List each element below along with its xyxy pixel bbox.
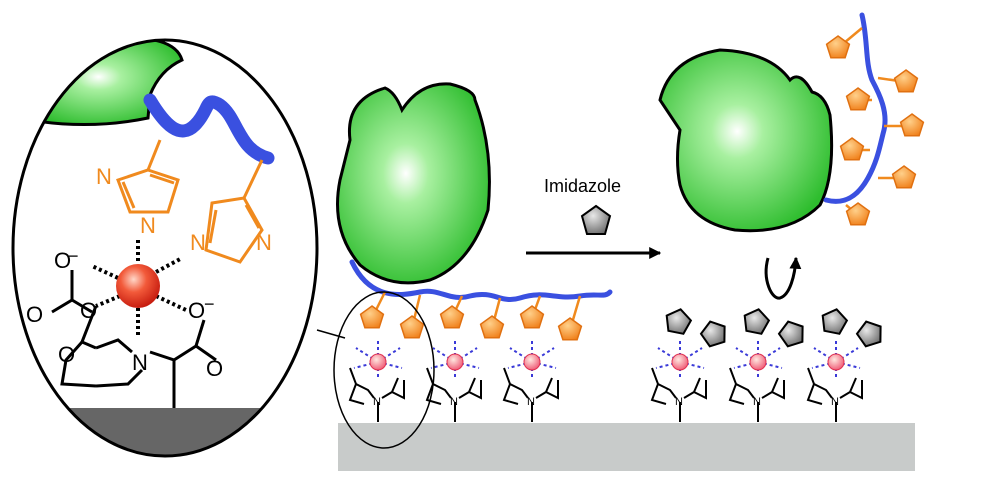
nta-sketch xyxy=(650,367,707,422)
nickel-ion xyxy=(116,264,160,308)
o-label-2: O xyxy=(26,302,43,327)
charge-2: − xyxy=(204,294,215,314)
histidine-pentagon-icon xyxy=(839,137,865,161)
o-label-4: O xyxy=(58,342,75,367)
chelator-n-label: N xyxy=(831,396,839,408)
eluted-histidines xyxy=(825,27,925,226)
histidine-pentagon-icon xyxy=(845,202,871,226)
nta-sketch xyxy=(806,367,863,422)
o-label-6: O xyxy=(206,356,223,381)
histidine-pentagon-icon xyxy=(899,113,925,137)
zoom-region-marker xyxy=(333,291,435,449)
coordination-bonds xyxy=(91,240,187,336)
nickel-ion-small xyxy=(827,353,845,371)
charge-1: − xyxy=(68,246,79,266)
his1-n-top: N xyxy=(96,164,112,189)
zoom-oval-outline xyxy=(11,38,319,458)
chelator-n-label: N xyxy=(450,396,458,408)
histidine-pentagon-icon xyxy=(891,165,917,189)
chelator-n-label: N xyxy=(753,396,761,408)
histidine-pentagon-icon xyxy=(519,305,545,329)
zoom-inset: N N N N xyxy=(11,38,319,458)
his2-n-left: N xyxy=(190,230,206,255)
histidine-pentagon-icon xyxy=(893,69,919,93)
imidazole-pentagon-icon xyxy=(699,320,726,348)
imidazole-pentagon-icon xyxy=(855,320,882,348)
linker-chain xyxy=(143,93,275,165)
n-amine: N xyxy=(132,350,148,375)
chelator-unit: N xyxy=(806,340,863,422)
imidazole-pentagon-icon xyxy=(743,308,771,335)
o-label-3: O xyxy=(80,298,97,323)
support-surface xyxy=(338,423,915,471)
imidazole-label: Imidazole xyxy=(544,176,621,196)
o-label-5: O xyxy=(188,298,205,323)
o-label-1: O xyxy=(54,248,71,273)
chelator-n-label: N xyxy=(675,396,683,408)
chelator-unit: N xyxy=(728,340,785,422)
nta-sketch xyxy=(425,367,482,422)
protein-bound xyxy=(336,82,491,285)
histidine-pentagon-icon xyxy=(399,315,425,339)
linker-bound xyxy=(349,259,613,302)
his1-n-bottom: N xyxy=(140,213,156,238)
nickel-ion-small xyxy=(446,353,464,371)
chelator-unit: N xyxy=(425,340,482,422)
histidine-pentagon-icon xyxy=(479,315,505,339)
histidine-pentagon-icon xyxy=(557,317,583,341)
chelator-n-label: N xyxy=(527,396,535,408)
imidazole-pentagon-icon xyxy=(821,308,849,335)
linker-eluted xyxy=(823,12,888,204)
imidazole-pentagon-icon xyxy=(777,320,804,348)
nickel-ion-small xyxy=(749,353,767,371)
histidine-pentagon-icon xyxy=(825,35,851,59)
nickel-ion-small xyxy=(671,353,689,371)
his2-n-right: N xyxy=(256,230,272,255)
imidazole-pentagon-icon xyxy=(580,204,612,235)
chelator-unit: N xyxy=(650,340,707,422)
histidine-pentagon-icon xyxy=(359,305,385,329)
histidine-ring-2 xyxy=(204,159,264,264)
nta-sketch xyxy=(348,367,405,422)
nickel-ion-small xyxy=(369,353,387,371)
chelator-unit: N xyxy=(502,340,559,422)
histidine-pentagon-icon xyxy=(439,305,465,329)
imidazole-pentagon-icon xyxy=(665,308,693,335)
support-surface-inset xyxy=(13,408,317,456)
nta-chelator xyxy=(51,270,217,408)
nta-sketch xyxy=(502,367,559,422)
bound-histidines xyxy=(359,291,583,341)
chelator-n-label: N xyxy=(373,396,381,408)
nickel-ion-small xyxy=(523,353,541,371)
histidine-pentagon-icon xyxy=(845,87,871,111)
histidine-ring-1 xyxy=(116,139,180,214)
chelator-unit: N xyxy=(348,340,405,422)
rotation-arrow-icon xyxy=(764,256,802,300)
zoom-connector xyxy=(316,329,346,339)
nta-sketch xyxy=(728,367,785,422)
protein-eluted xyxy=(658,48,834,233)
